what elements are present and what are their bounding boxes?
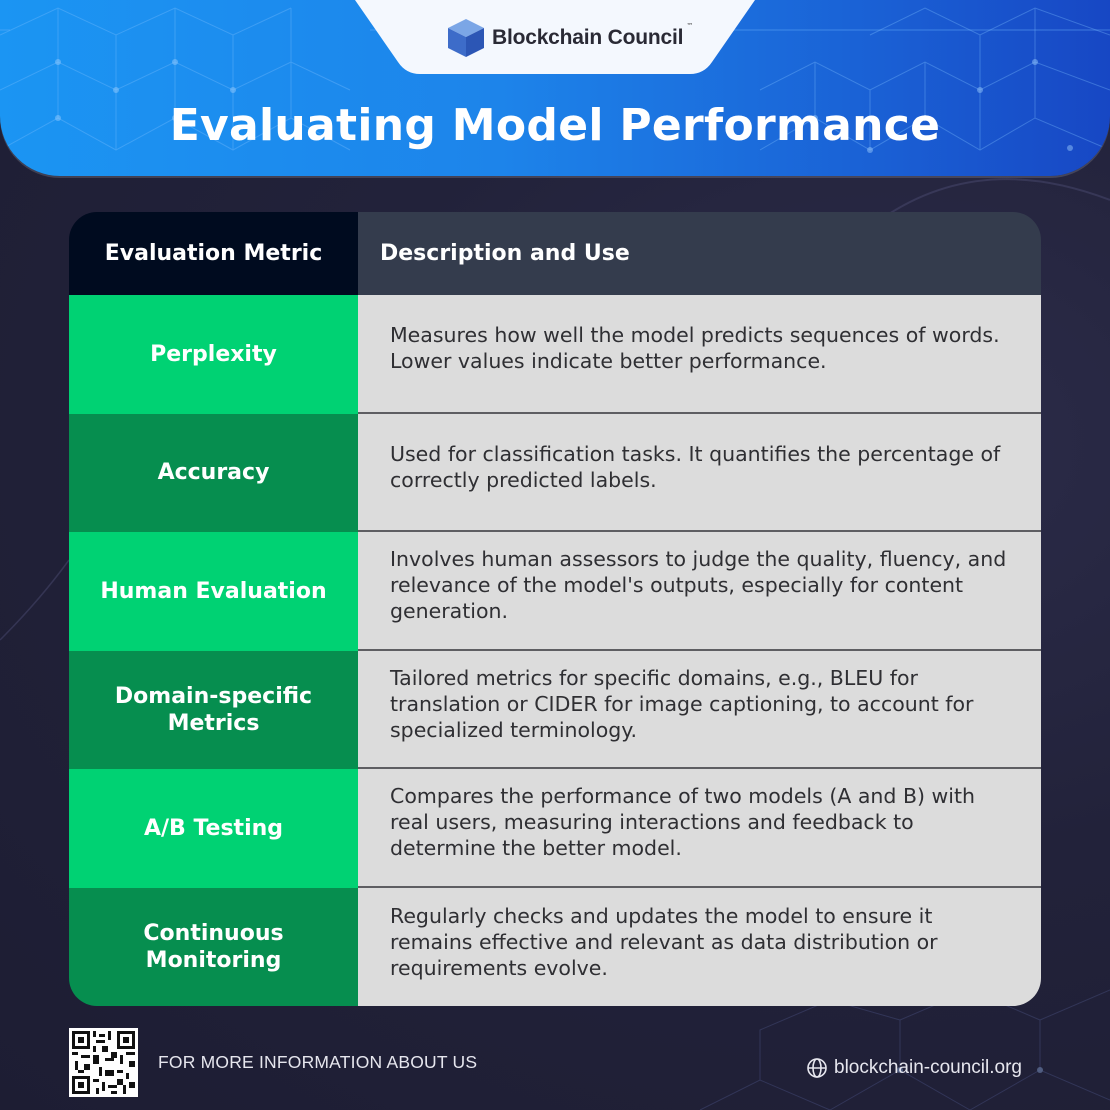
metric-cell-continuous-monitoring: Continuous Monitoring bbox=[69, 887, 358, 1006]
metric-cell-ab-testing: A/B Testing bbox=[69, 769, 358, 888]
metric-cell-human-evaluation: Human Evaluation bbox=[69, 532, 358, 651]
metric-cell-perplexity: Perplexity bbox=[69, 295, 358, 414]
qr-code-icon[interactable] bbox=[69, 1028, 138, 1097]
website-link[interactable]: blockchain-council.org bbox=[806, 1057, 1022, 1079]
metric-cell-accuracy: Accuracy bbox=[69, 413, 358, 532]
description-cell-perplexity: Measures how well the model predicts seq… bbox=[358, 295, 1041, 414]
brand-name: Blockchain Council bbox=[492, 26, 684, 49]
website-url: blockchain-council.org bbox=[834, 1057, 1022, 1078]
description-cell-continuous-monitoring: Regularly checks and updates the model t… bbox=[358, 887, 1041, 1006]
description-text: Used for classification tasks. It quanti… bbox=[390, 441, 1001, 492]
globe-icon bbox=[807, 1058, 827, 1078]
column-header-description: Description and Use bbox=[358, 212, 1041, 295]
logo-tab bbox=[355, 0, 755, 74]
more-info-text: FOR MORE INFORMATION ABOUT US bbox=[158, 1052, 478, 1072]
hexagon-network-pattern bbox=[0, 7, 1110, 153]
description-text: Involves human assessors to judge the qu… bbox=[390, 547, 1007, 624]
description-cell-ab-testing: Compares the performance of two models (… bbox=[358, 769, 1041, 888]
description-text: Regularly checks and updates the model t… bbox=[390, 903, 938, 980]
page-title: Evaluating Model Performance bbox=[169, 100, 941, 151]
cube-icon bbox=[448, 19, 484, 57]
description-cell-human-evaluation: Involves human assessors to judge the qu… bbox=[358, 532, 1041, 651]
description-text: Measures how well the model predicts seq… bbox=[390, 323, 1000, 374]
metrics-table: Evaluation Metric Description and Use Pe… bbox=[69, 212, 1041, 1006]
description-text: Compares the performance of two models (… bbox=[390, 784, 976, 861]
description-cell-accuracy: Used for classification tasks. It quanti… bbox=[358, 413, 1041, 532]
description-text: Tailored metrics for specific domains, e… bbox=[390, 665, 974, 742]
description-cell-domain-specific: Tailored metrics for specific domains, e… bbox=[358, 650, 1041, 769]
column-header-metric: Evaluation Metric bbox=[69, 212, 358, 295]
brand-logo[interactable]: Blockchain Council ™ bbox=[446, 16, 693, 60]
metric-cell-domain-specific: Domain-specific Metrics bbox=[69, 650, 358, 769]
trademark-symbol: ™ bbox=[686, 22, 694, 30]
